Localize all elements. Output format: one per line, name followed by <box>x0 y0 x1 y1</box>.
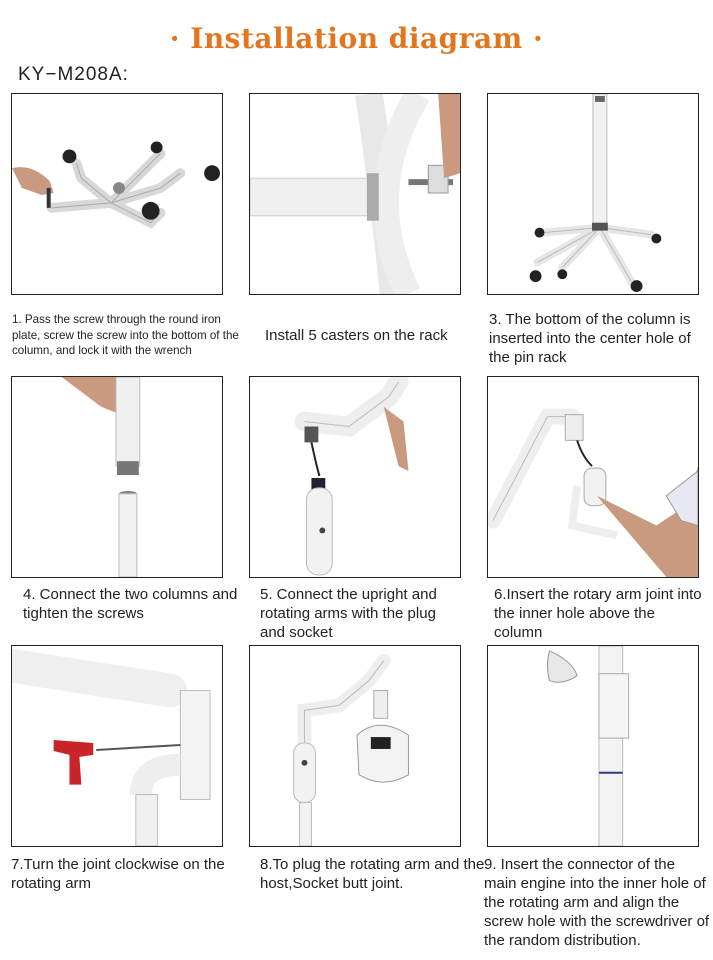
step-4-caption: 4. Connect the two columns and tighten t… <box>23 586 238 622</box>
step-8-caption: 8.To plug the rotating arm and the host,… <box>260 856 485 892</box>
step-7-caption: 7.Turn the joint clockwise on the rotati… <box>11 856 225 892</box>
step-5-image <box>249 376 461 578</box>
page-title: · Installation diagram · <box>169 22 544 55</box>
caster-install-illustration <box>250 94 460 294</box>
step-3-image <box>487 93 699 295</box>
step-6-caption: 6.Insert the rotary arm joint into the i… <box>494 586 702 641</box>
main-engine-connector-illustration <box>546 646 630 846</box>
host-socket-illustration <box>293 653 409 846</box>
step-1-image <box>11 93 223 295</box>
step-4-image <box>11 376 223 578</box>
step-3-caption: 3. The bottom of the column is inserted … <box>489 311 691 366</box>
step-5-caption: 5. Connect the upright and rotating arms… <box>260 586 437 641</box>
step-2-caption: Install 5 casters on the rack <box>265 327 448 344</box>
model-number: KY−M208A: <box>18 64 129 85</box>
step-9-image <box>487 645 699 847</box>
step-7-image <box>11 645 223 847</box>
rotary-arm-insert-illustration <box>488 408 698 577</box>
step-8-image <box>249 645 461 847</box>
connect-columns-illustration <box>61 377 141 577</box>
column-base-illustration <box>529 94 662 293</box>
step-9-caption: 9. Insert the connector of the main engi… <box>484 856 710 949</box>
step-6-image <box>487 376 699 578</box>
step-2-image <box>249 93 461 295</box>
step-1-caption: 1. Pass the screw through the round iron… <box>12 313 239 357</box>
base-with-casters-illustration <box>12 141 220 229</box>
turn-joint-illustration <box>12 648 211 846</box>
plug-socket-illustration <box>294 377 409 576</box>
